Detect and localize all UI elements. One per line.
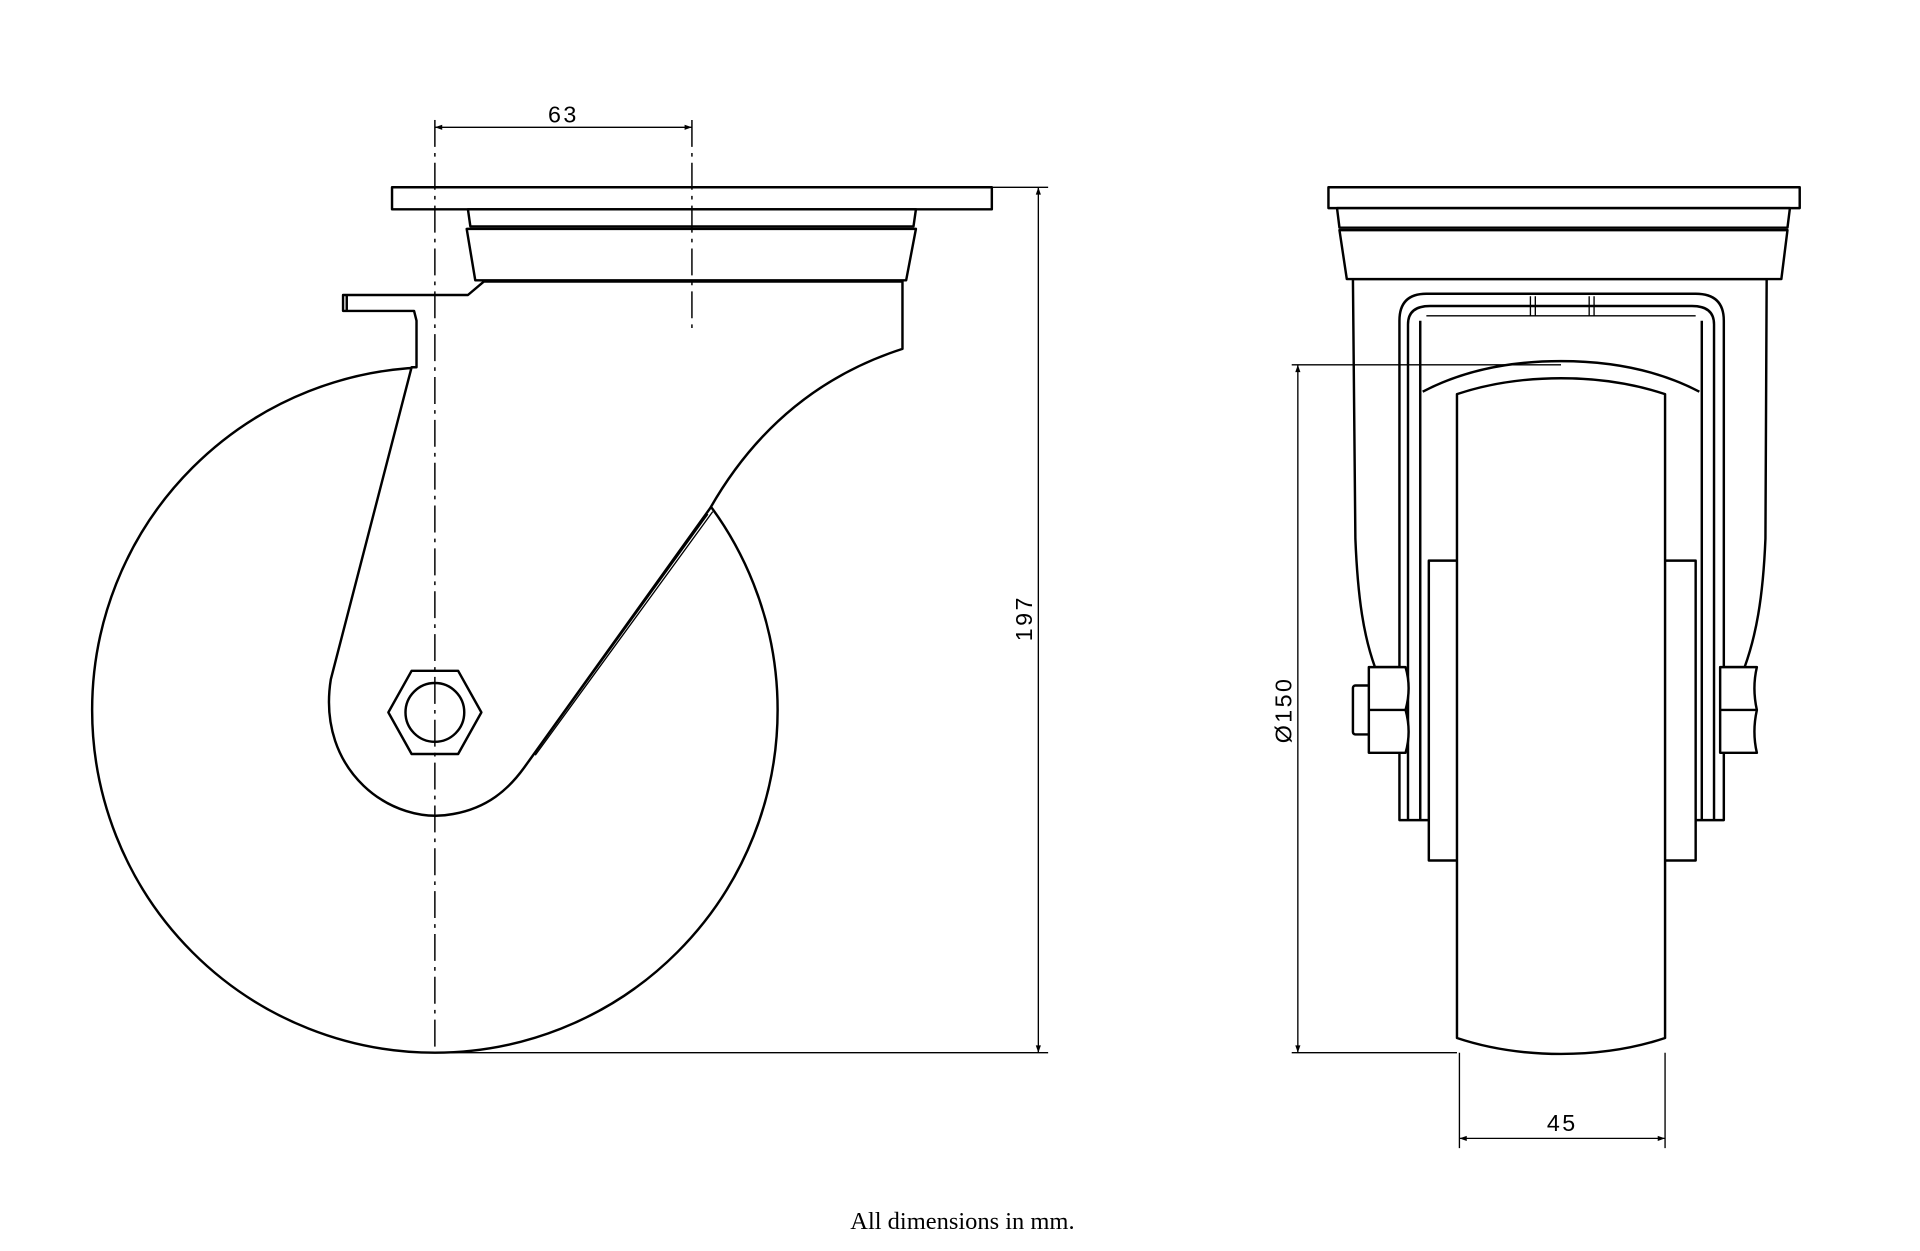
- bolt-end-front: [1351, 684, 1372, 736]
- fork-side: [327, 280, 904, 817]
- units-caption: All dimensions in mm.: [850, 1208, 1074, 1235]
- dimension-overall-height: 197: [1011, 595, 1037, 641]
- dimension-wheel-diameter: Ø150: [1271, 677, 1297, 744]
- dimension-wheel-width: 45: [1547, 1110, 1578, 1136]
- wheel-front: [1455, 377, 1667, 1056]
- front-view: Ø150 45: [1271, 186, 1801, 1149]
- top-plate-front: [1327, 186, 1801, 210]
- nut-right-front: [1718, 665, 1759, 755]
- dimension-swivel-offset: 63: [548, 101, 579, 127]
- side-view: 63 197: [90, 101, 1049, 1054]
- swivel-housing-front: [1338, 228, 1789, 281]
- nut-left-front: [1367, 665, 1410, 755]
